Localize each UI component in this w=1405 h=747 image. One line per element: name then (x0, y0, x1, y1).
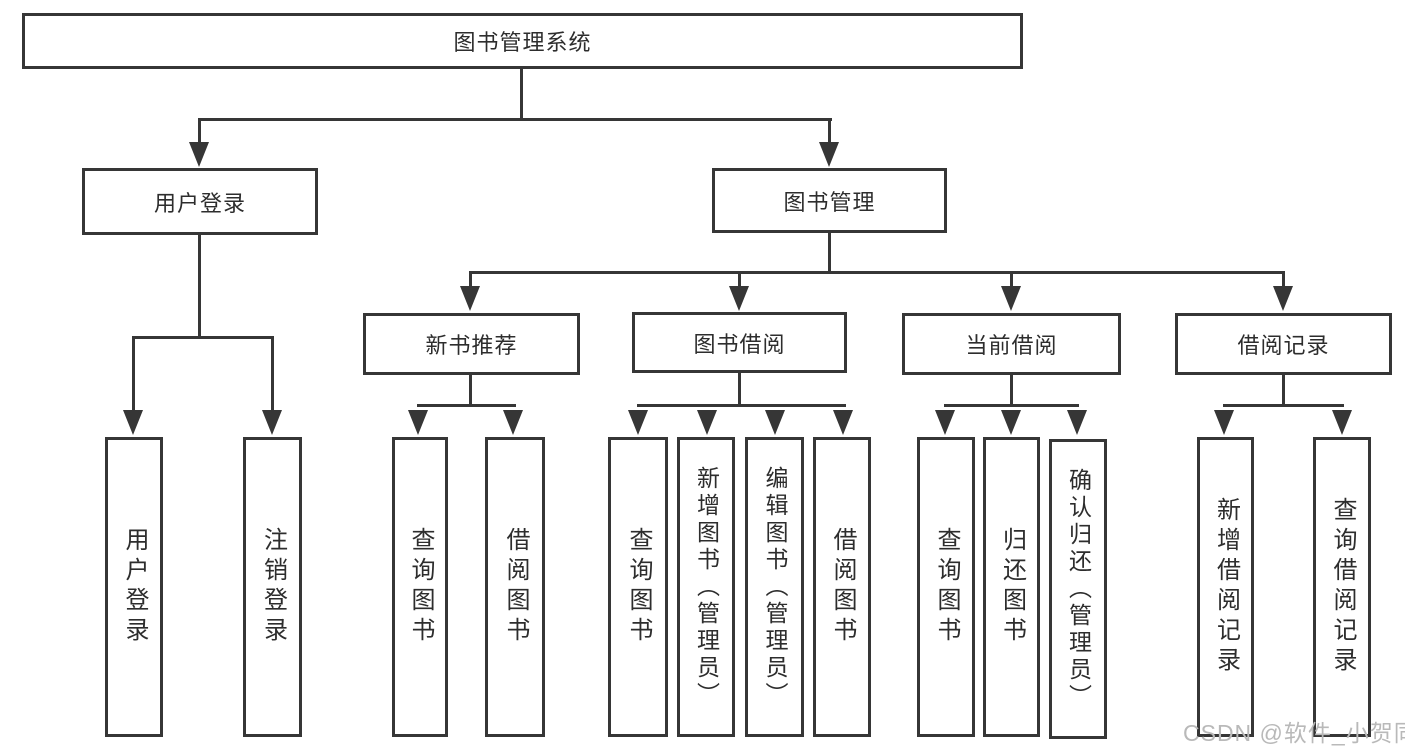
arrow-down-icon (1001, 410, 1021, 435)
arrow-down-icon (1332, 410, 1352, 435)
arrow-down-icon (503, 410, 523, 435)
leaf-query-books-recommend-label: 查询图书 (407, 527, 434, 647)
arrow-down-icon (460, 286, 480, 311)
arrow-down-icon (1273, 286, 1293, 311)
arrow-down-icon (765, 410, 785, 435)
leaf-borrow-books-recommend: 借阅图书 (485, 437, 545, 737)
connector-line (738, 271, 741, 289)
arrow-down-icon (697, 410, 717, 435)
connector-line (1223, 404, 1344, 407)
arrow-down-icon (833, 410, 853, 435)
leaf-confirm-return-admin-label: 确认归还（管理员） (1065, 467, 1092, 711)
connector-line (738, 373, 741, 407)
leaf-logout-login: 注销登录 (243, 437, 302, 737)
leaf-edit-books-admin: 编辑图书（管理员） (745, 437, 804, 737)
connector-line (520, 69, 523, 121)
leaf-add-borrow-record-label: 新增借阅记录 (1212, 497, 1240, 677)
node-root-label: 图书管理系统 (453, 30, 592, 55)
connector-line (1282, 271, 1285, 289)
connector-line (198, 118, 832, 121)
connector-line (132, 336, 135, 412)
leaf-query-books-recommend: 查询图书 (392, 437, 448, 737)
connector-line (198, 235, 201, 339)
leaf-logout-login-label: 注销登录 (259, 527, 287, 647)
connector-line (132, 336, 274, 339)
connector-line (1010, 375, 1013, 407)
node-book-management-label: 图书管理 (783, 189, 876, 215)
node-root: 图书管理系统 (22, 13, 1023, 69)
connector-line (271, 336, 274, 412)
node-borrowing-records-label: 借阅记录 (1237, 333, 1330, 358)
node-user-login: 用户登录 (82, 168, 318, 235)
leaf-add-books-admin-label: 新增图书（管理员） (693, 465, 720, 709)
connector-line (828, 118, 831, 146)
arrow-down-icon (408, 410, 428, 435)
connector-line (637, 404, 846, 407)
arrow-down-icon (1067, 410, 1087, 435)
connector-line (828, 233, 831, 274)
connector-line (198, 118, 201, 146)
leaf-return-books-label: 归还图书 (998, 527, 1026, 647)
node-user-login-label: 用户登录 (153, 190, 246, 216)
arrow-down-icon (935, 410, 955, 435)
connector-line (469, 271, 472, 289)
node-book-borrowing: 图书借阅 (632, 312, 847, 373)
node-borrowing-records: 借阅记录 (1175, 313, 1392, 375)
arrow-down-icon (628, 410, 648, 435)
connector-line (417, 404, 516, 407)
leaf-query-books-borrowing: 查询图书 (608, 437, 668, 737)
leaf-add-books-admin: 新增图书（管理员） (677, 437, 735, 737)
leaf-user-login: 用户登录 (105, 437, 163, 737)
node-book-management: 图书管理 (712, 168, 947, 233)
arrow-down-icon (1214, 410, 1234, 435)
node-new-book-recommend-label: 新书推荐 (425, 333, 518, 358)
arrow-down-icon (123, 410, 143, 435)
connector-line (944, 404, 1079, 407)
arrow-down-icon (819, 142, 839, 167)
leaf-query-books-borrowing-label: 查询图书 (625, 527, 652, 647)
leaf-query-books-current: 查询图书 (917, 437, 975, 737)
leaf-query-borrow-record-label: 查询借阅记录 (1329, 497, 1356, 677)
leaf-query-borrow-record: 查询借阅记录 (1313, 437, 1371, 737)
node-current-borrowing-label: 当前借阅 (965, 333, 1058, 358)
connector-line (1282, 375, 1285, 407)
leaf-user-login-label: 用户登录 (121, 527, 148, 647)
connector-line (469, 271, 1285, 274)
csdn-watermark: CSDN @软件_小贺同学 (1183, 720, 1405, 746)
leaf-edit-books-admin-label: 编辑图书（管理员） (762, 465, 788, 709)
leaf-borrow-books-borrowing: 借阅图书 (813, 437, 871, 737)
connector-line (469, 375, 472, 407)
node-current-borrowing: 当前借阅 (902, 313, 1121, 375)
arrow-down-icon (729, 286, 749, 311)
arrow-down-icon (262, 410, 282, 435)
leaf-query-books-current-label: 查询图书 (933, 527, 960, 647)
leaf-add-borrow-record: 新增借阅记录 (1197, 437, 1254, 737)
node-new-book-recommend: 新书推荐 (363, 313, 580, 375)
leaf-confirm-return-admin: 确认归还（管理员） (1049, 439, 1107, 739)
arrow-down-icon (189, 142, 209, 167)
leaf-return-books: 归还图书 (983, 437, 1040, 737)
leaf-borrow-books-borrowing-label: 借阅图书 (829, 527, 856, 647)
leaf-borrow-books-recommend-label: 借阅图书 (502, 527, 529, 647)
arrow-down-icon (1001, 286, 1021, 311)
connector-line (1010, 271, 1013, 289)
node-book-borrowing-label: 图书借阅 (693, 331, 786, 357)
